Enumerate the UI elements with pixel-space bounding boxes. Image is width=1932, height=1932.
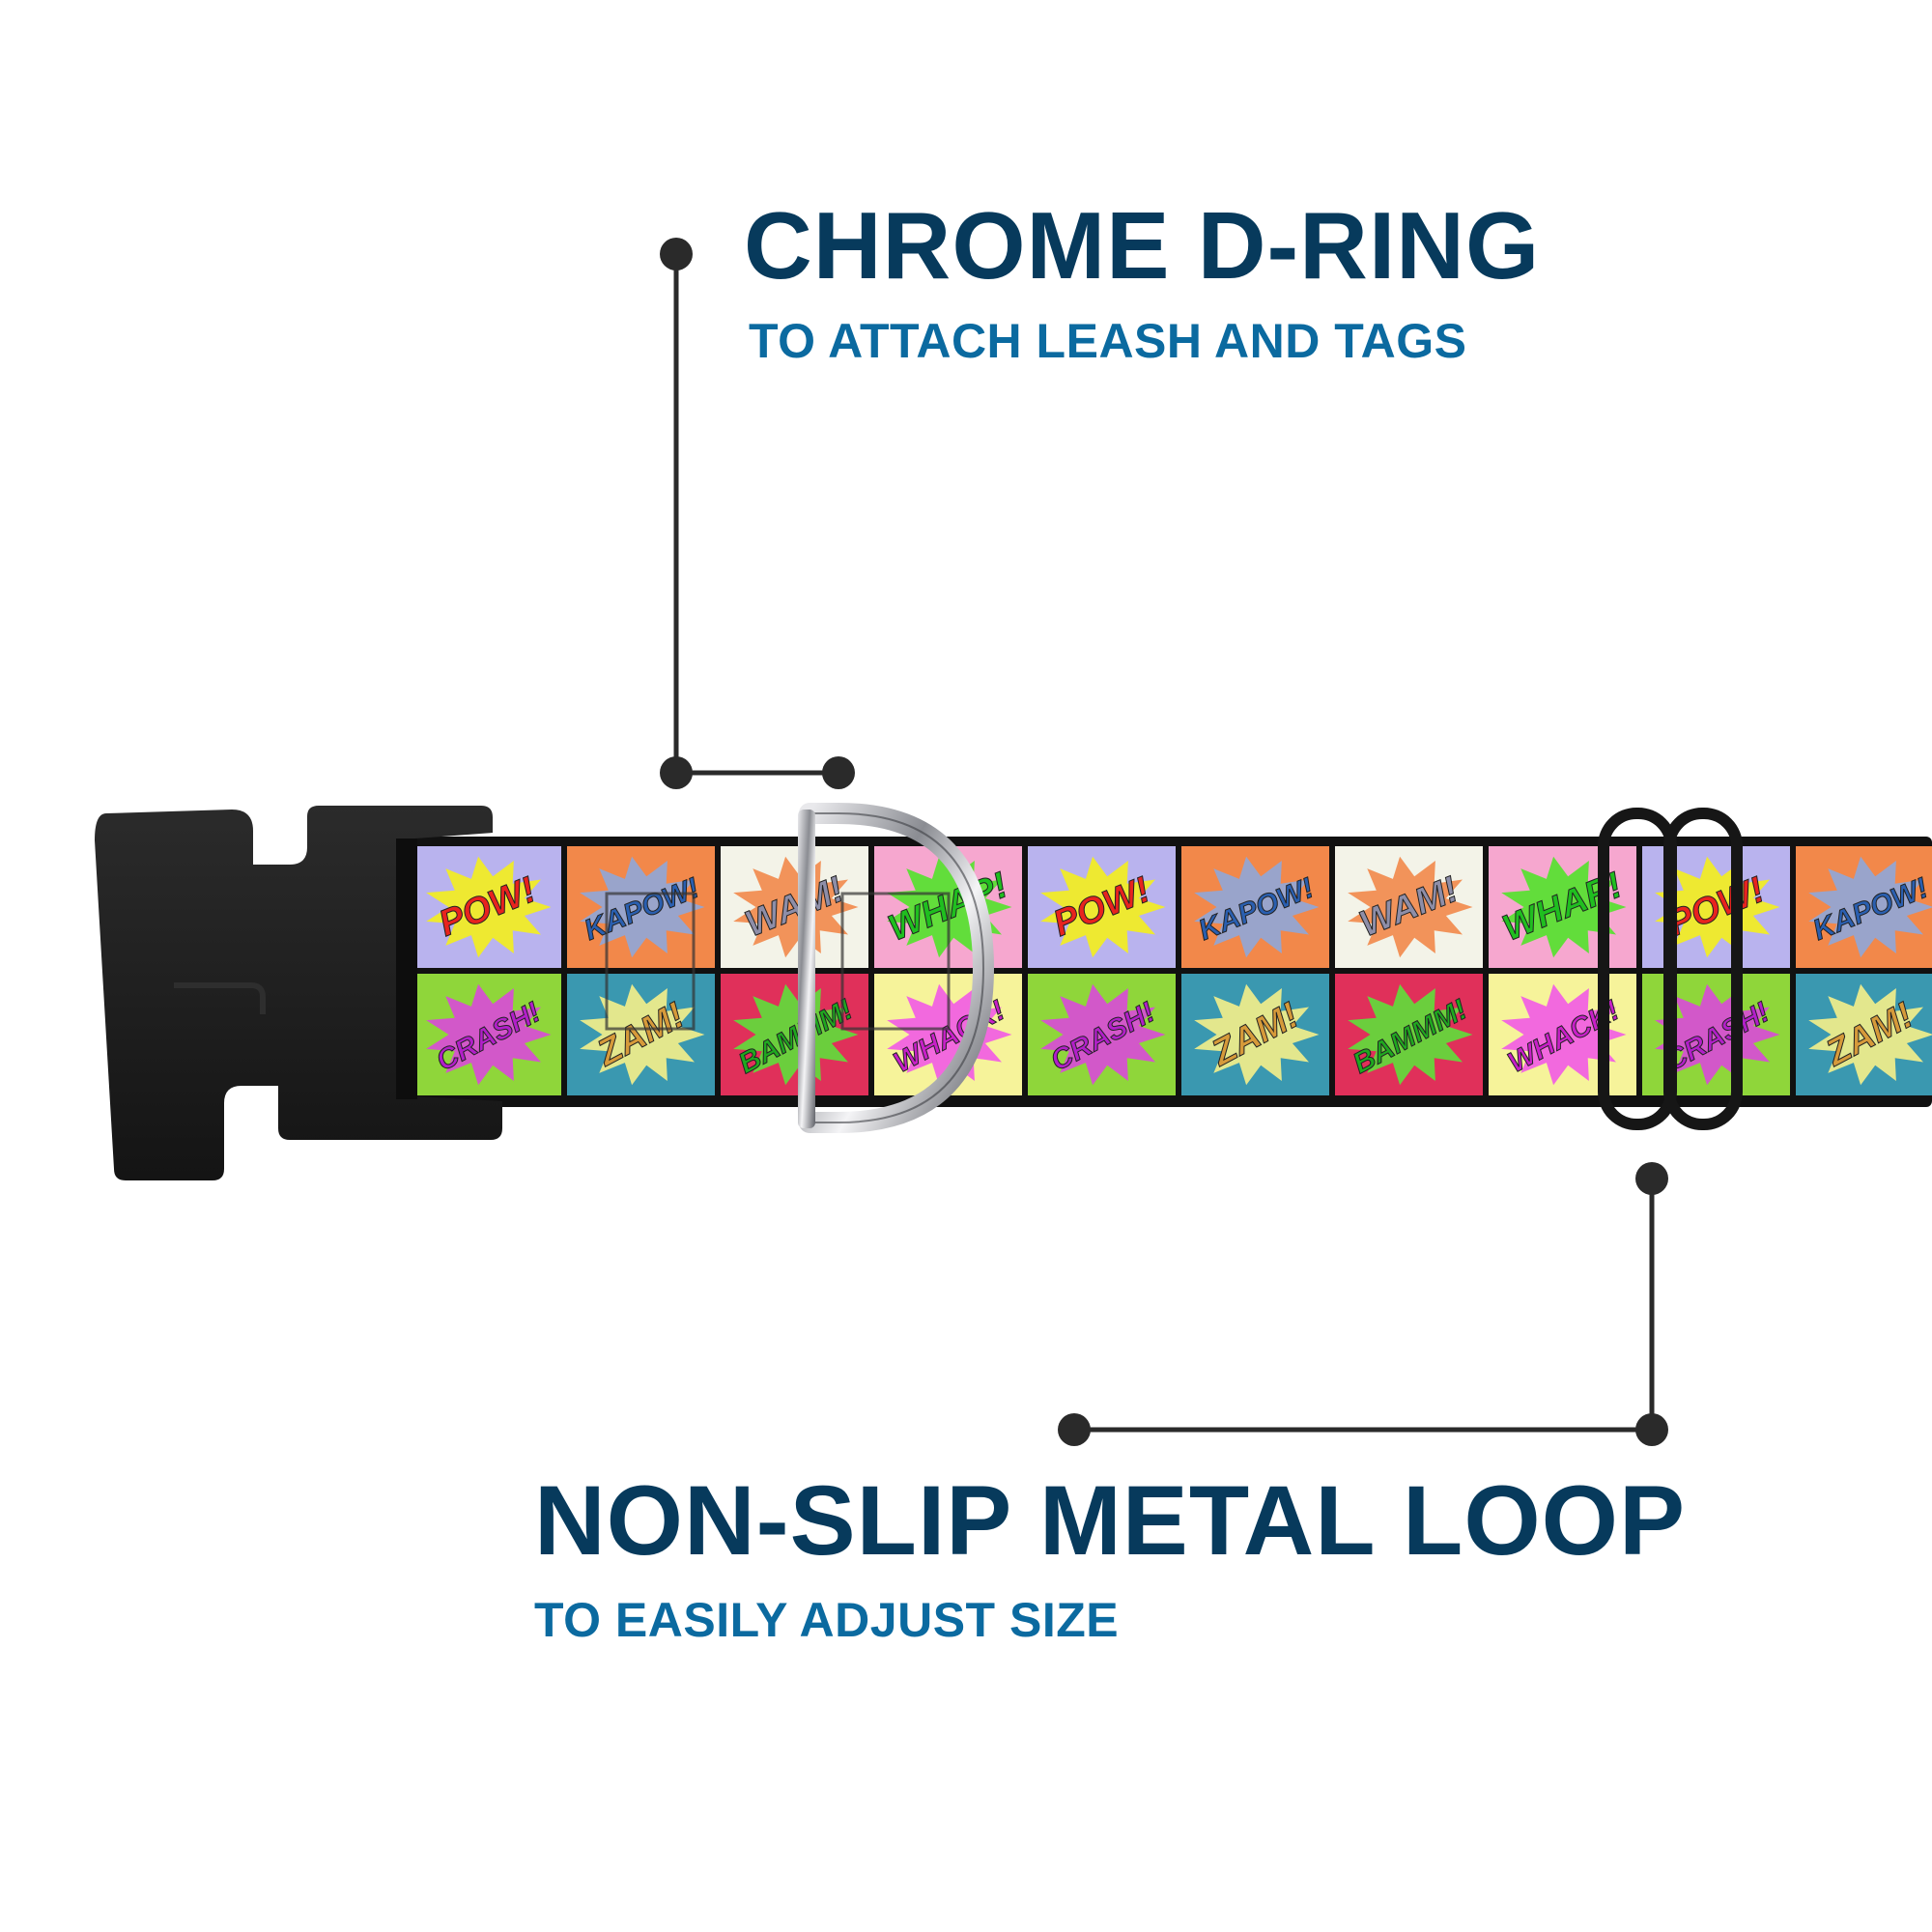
comic-panel: ZAM!: [1181, 974, 1329, 1095]
metal-loop-subtitle: TO EASILY ADJUST SIZE: [534, 1593, 1120, 1647]
comic-panel: WAM!: [1335, 846, 1483, 968]
metal-loop-slide: [1598, 808, 1743, 1130]
comic-panel: CRASH!: [413, 974, 561, 1095]
metal-loop-title: NON-SLIP METAL LOOP: [534, 1465, 1687, 1576]
callout-dot: [1635, 1162, 1668, 1195]
comic-panel: ZAM!: [1796, 974, 1932, 1095]
stitch-box-left: [605, 892, 696, 1031]
comic-panel: CRASH!: [1028, 974, 1176, 1095]
callout-dot: [822, 756, 855, 789]
d-ring-subtitle: TO ATTACH LEASH AND TAGS: [749, 314, 1467, 368]
comic-panel: BAMMM!: [1335, 974, 1483, 1095]
comic-panel: KAPOW!: [567, 846, 715, 968]
side-release-buckle: [95, 806, 502, 1180]
comic-panel: BAMMM!: [721, 974, 868, 1095]
chrome-d-ring: [798, 803, 995, 1133]
callout-dot: [1635, 1413, 1668, 1446]
callout-dot: [1058, 1413, 1091, 1446]
callout-dot: [660, 238, 693, 270]
callout-dot: [660, 756, 693, 789]
comic-panel: POW!: [413, 846, 561, 968]
comic-panel: POW!: [1028, 846, 1176, 968]
comic-panel: KAPOW!: [1796, 846, 1932, 968]
comic-panel: KAPOW!: [1181, 846, 1329, 968]
stitch-box-right: [840, 892, 951, 1031]
d-ring-title: CHROME D-RING: [744, 192, 1541, 298]
